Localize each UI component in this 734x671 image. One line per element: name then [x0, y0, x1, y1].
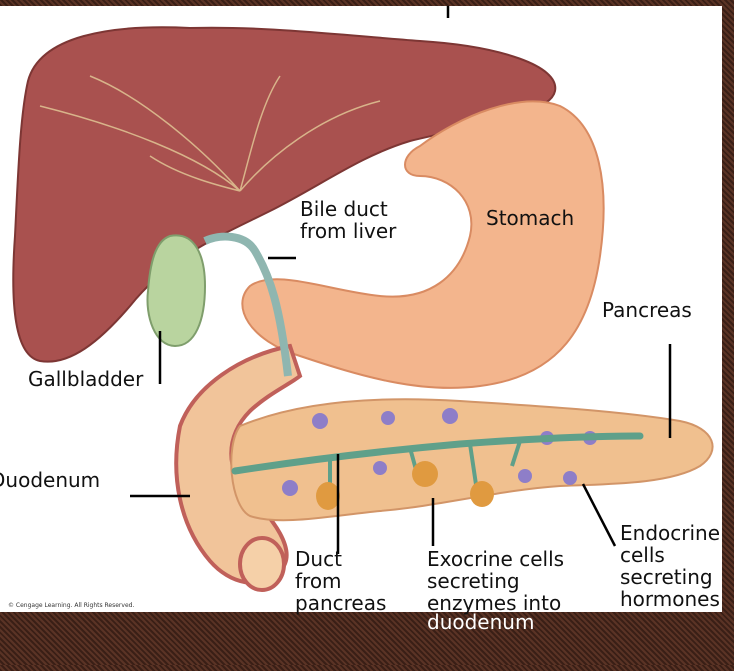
anatomy-illustration — [12, 6, 714, 592]
copyright-notice: © Cengage Learning. All Rights Reserved. — [8, 602, 135, 609]
label-duodenum: Duodenum — [0, 468, 101, 492]
label-exocrine-cells-last-line: duodenum — [427, 610, 535, 634]
label-stomach: Stomach — [486, 206, 575, 230]
diagram-canvas: Bile duct from liver Stomach Pancreas Ga… — [0, 6, 722, 615]
stomach — [241, 100, 605, 389]
label-bile-duct: Bile duct from liver — [300, 197, 397, 243]
label-gallbladder: Gallbladder — [28, 367, 144, 391]
label-duct-from-pancreas: Duct from pancreas — [295, 547, 387, 615]
label-exocrine-cells: Exocrine cells secreting enzymes into — [427, 547, 565, 615]
label-pancreas: Pancreas — [602, 298, 692, 322]
label-endocrine-cells: Endocrine cells secreting hormones — [620, 521, 720, 611]
gallbladder — [146, 234, 207, 348]
